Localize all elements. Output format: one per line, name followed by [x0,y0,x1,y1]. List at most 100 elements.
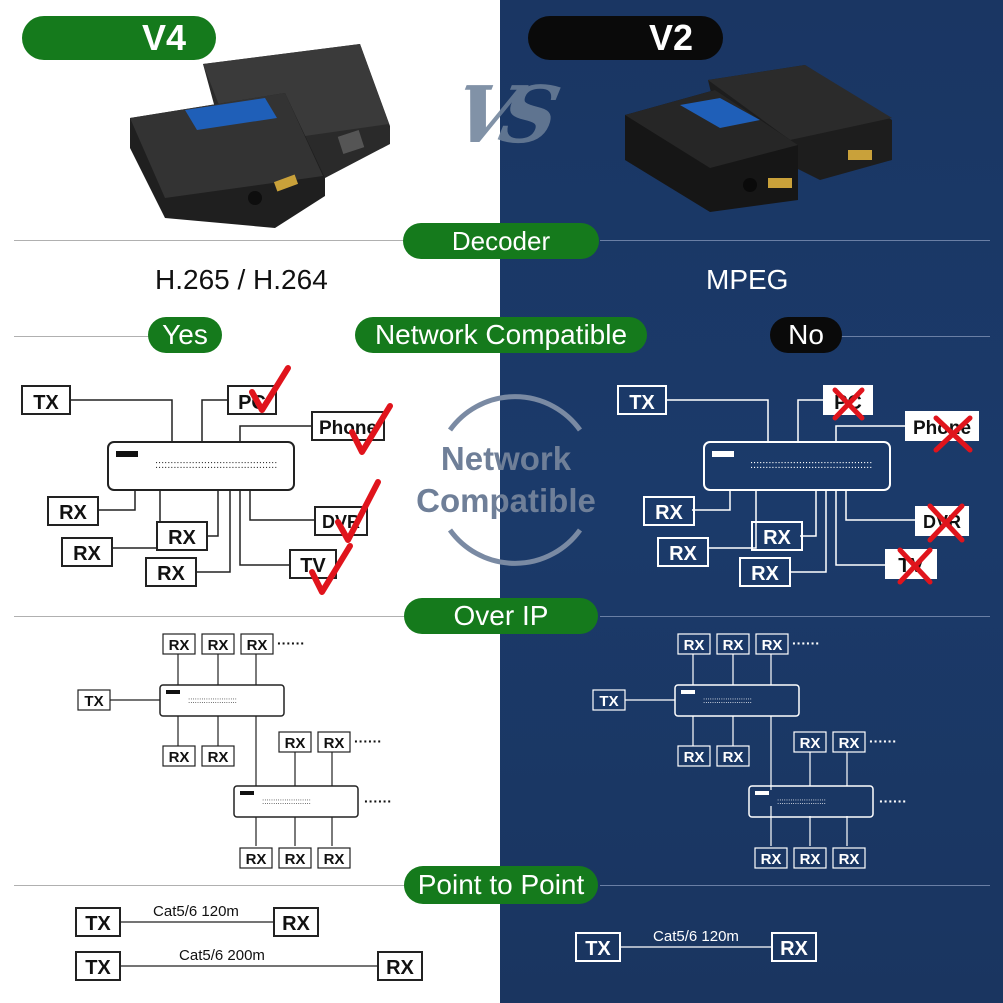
v2-rx-label-1: RX [655,502,683,524]
overip-section-title: Over IP [453,600,549,631]
v2-overip-rx-t3: RX [755,633,789,655]
v4-tx-label: TX [33,392,59,414]
v4-rx-label-4: RX [157,563,185,585]
v4-overip-rx-b2: RX [201,745,235,767]
v2-decoder-value: MPEG [706,264,789,295]
v4-overip-switch-1-ports: :::::::::::::::::::::: [188,696,237,705]
v4-overip-rx-b2-label: RX [208,749,229,766]
v2-version-badge: V2 [528,16,723,60]
v2-overip-diagram: :::::::::::::::::::::: :::::::::::::::::… [592,633,907,869]
v2-overip-switch-1 [674,684,800,717]
v2-rx-node-2: RX [657,537,709,567]
p2p-section-header: Point to Point [404,866,598,904]
v2-overip-tx-label: TX [599,693,618,710]
v4-overip-rx-l2: RX [278,847,312,869]
v2-rear-unit [708,65,892,180]
p2p-divider-right [600,885,990,886]
v4-overip-rx-t3-label: RX [247,637,268,654]
v4-overip-switch-2-ports: :::::::::::::::::::::: [262,797,311,806]
v4-overip-rx-m1-label: RX [285,735,306,752]
overip-divider-left [14,616,404,617]
v4-switch-ports: :::::::::::::::::::::::::::::::::::::::: [155,459,277,471]
v2-dvr-cross-icon [927,503,965,543]
v2-tx-node: TX [617,385,667,415]
v4-p2p-tx-2: TX [85,957,111,979]
v4-dvr-check-icon [335,479,381,543]
v2-overip-rx-m1-label: RX [800,735,821,752]
v4-overip-dots-2: ······ [354,733,382,749]
v2-overip-switch-1-ports: :::::::::::::::::::::: [703,696,752,705]
v4-overip-rx-m1: RX [278,731,312,753]
v2-overip-rx-t1-label: RX [684,637,705,654]
v2-tv-cross-icon [897,547,933,585]
v4-overip-rx-l1-label: RX [246,851,267,868]
v2-overip-rx-b1-label: RX [684,749,705,766]
v4-front-unit [130,93,325,228]
v2-overip-rx-m1: RX [793,731,827,753]
v2-p2p-diagram: TX Cat5/6 120m RX [575,928,817,962]
v2-overip-rx-m2: RX [832,731,866,753]
v4-rx-node-4: RX [145,557,197,587]
v4-rx-label-3: RX [168,527,196,549]
v2-pc-cross-icon [832,387,865,421]
v2-overip-dots-2: ······ [869,733,897,749]
v4-switch-ports-row: :::::::::::::::::::::::::::::::::::::::: [155,459,277,471]
v4-overip-rx-l3-label: RX [324,851,345,868]
v2-rx-node-4: RX [739,557,791,587]
v4-product-image [130,44,390,228]
v4-overip-switch-1 [159,684,285,717]
v2-p2p-tx: TX [585,938,611,960]
v2-overip-switch-2 [748,785,874,818]
v2-overip-rx-t2: RX [716,633,750,655]
v4-p2p-cable-1: Cat5/6 120m [153,903,239,920]
v4-version-label: V4 [141,17,186,58]
badge-line2: Compatible [416,482,596,519]
decoder-section-header: Decoder [403,223,599,259]
v2-overip-switch-1-led [681,690,695,694]
v2-overip-rx-b1: RX [677,745,711,767]
v2-network-no-label: No [788,319,824,350]
network-section-title: Network Compatible [374,319,628,350]
v4-overip-dots-1: ······ [277,635,305,651]
vs-text: VS [445,70,554,161]
v2-front-unit [625,90,798,212]
v2-overip-rx-l3-label: RX [839,851,860,868]
v2-overip-rx-t1: RX [677,633,711,655]
badge-arc-bottom [447,528,583,566]
v4-tx-node: TX [21,385,71,415]
v4-network-yes-badge: Yes [148,317,222,353]
v4-p2p-diagram: TX Cat5/6 120m RX TX Cat5/6 200m RX [75,903,423,981]
v4-overip-switch-2 [233,785,359,818]
v4-overip-rx-t2: RX [201,633,235,655]
v4-overip-switch-1-led [166,690,180,694]
v2-overip-dots-3: ······ [879,793,907,809]
v4-rx-node-1: RX [47,496,99,526]
overip-divider-right [600,616,990,617]
v2-network-no-badge: No [770,317,842,353]
v4-overip-dots-3: ······ [364,793,392,809]
decoder-divider-left [14,240,404,241]
decoder-divider-right [600,240,990,241]
v2-overip-tx: TX [592,689,626,711]
v4-p2p-rx-1: RX [282,913,310,935]
v2-p2p-rx: RX [780,938,808,960]
v4-overip-rx-b1: RX [162,745,196,767]
decoder-section-title: Decoder [451,225,551,256]
v2-rx-label-3: RX [763,527,791,549]
v4-overip-rx-t1-label: RX [169,637,190,654]
v4-overip-rx-t1: RX [162,633,196,655]
v4-overip-rx-l1: RX [239,847,273,869]
v2-switch-led [712,451,734,457]
v4-overip-rx-m2: RX [317,731,351,753]
v4-rx-label-2: RX [73,543,101,565]
v2-overip-rx-b2: RX [716,745,750,767]
v4-overip-diagram: :::::::::::::::::::::: :::::::::::::::::… [77,633,392,869]
network-compatible-badge: Network Compatible [416,394,596,566]
v4-pc-check-icon [249,365,291,413]
v2-tx-label: TX [629,392,655,414]
v4-network-diagram: ::::::::::::::::::::::::::::::::::::::::… [21,365,393,595]
v2-product-image [625,65,892,212]
v2-rx-node-1: RX [643,496,695,526]
p2p-divider-left [14,885,404,886]
